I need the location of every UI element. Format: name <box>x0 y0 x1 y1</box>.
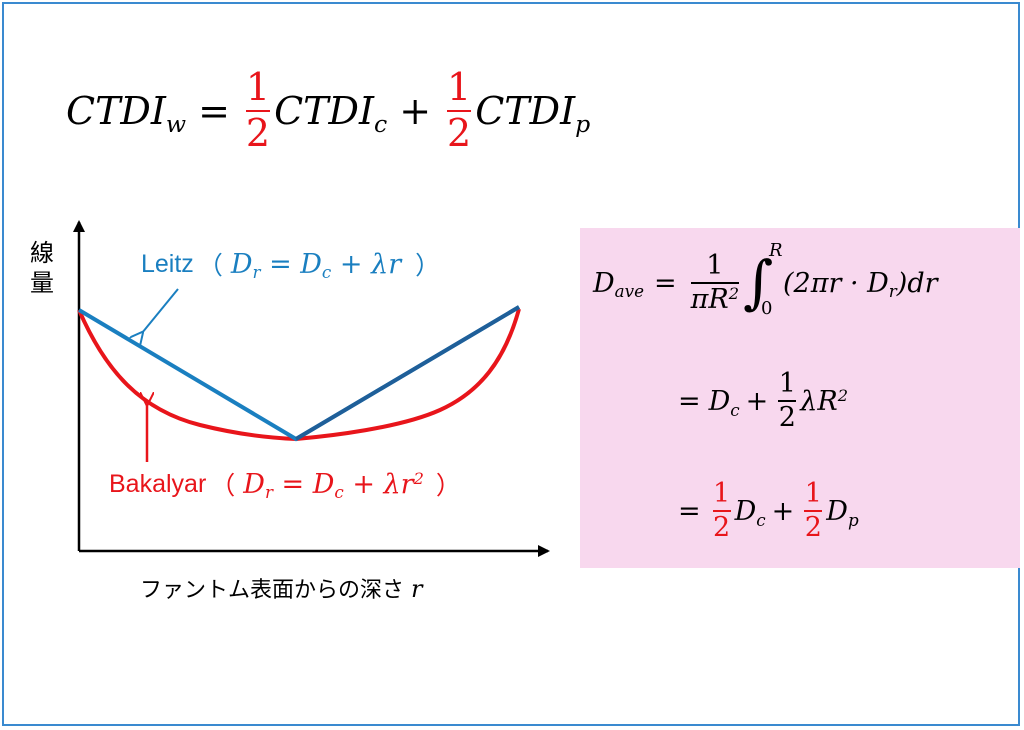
fraction-one-half-1: 1 2 <box>245 65 271 155</box>
fraction-one-half-2: 1 2 <box>447 65 472 155</box>
ctdi-p-term: CTDIp <box>475 89 591 139</box>
leitz-label: Leitz （ Dr = Dc + λr ） <box>141 248 441 283</box>
bakalyar-formula: Dr = Dc + λr2 <box>243 468 424 503</box>
equals-sign: = <box>198 89 230 133</box>
integral-sign: ∫ R 0 <box>743 240 783 319</box>
leitz-formula: Dr = Dc + λr <box>230 248 402 283</box>
leitz-line-right-shade <box>294 305 521 441</box>
bakalyar-label: Bakalyar （ Dr = Dc + λr2 ） <box>109 468 461 503</box>
ctdi-w-formula: CTDIw = 1 2 CTDIc + 1 2 CTDIp <box>66 66 590 156</box>
leitz-name: Leitz <box>141 249 194 278</box>
ctdi-c-term: CTDIc <box>274 89 388 139</box>
fraction-one-half-red-1: 1 2 <box>712 478 731 544</box>
leitz-line <box>77 305 521 442</box>
derivation-line-2: = Dc + 1 2 λR2 <box>678 368 849 434</box>
leitz-pointer-arrow <box>142 288 179 333</box>
fraction-one-half-red-2: 1 2 <box>804 478 823 544</box>
ctdi-w-term: CTDIw <box>66 89 187 139</box>
bakalyar-name: Bakalyar <box>109 469 207 498</box>
integrand: (2πr · Dr)dr <box>783 267 938 302</box>
fraction-one-over-pi-r-squared: 1 πR2 <box>690 249 740 315</box>
derivation-line-3: = 1 2 Dc + 1 2 Dp <box>678 478 859 544</box>
derivation-box <box>580 228 1020 568</box>
fraction-one-half: 1 2 <box>778 368 797 434</box>
derivation-line-1: Dave = 1 πR2 ∫ R 0 (2πr · Dr)dr <box>593 240 938 319</box>
y-axis-label: 線量 <box>30 239 54 297</box>
x-axis-label: ファントム表面からの深さ r <box>140 575 423 603</box>
d-ave: Dave <box>593 267 644 302</box>
plus-sign: + <box>399 89 432 133</box>
